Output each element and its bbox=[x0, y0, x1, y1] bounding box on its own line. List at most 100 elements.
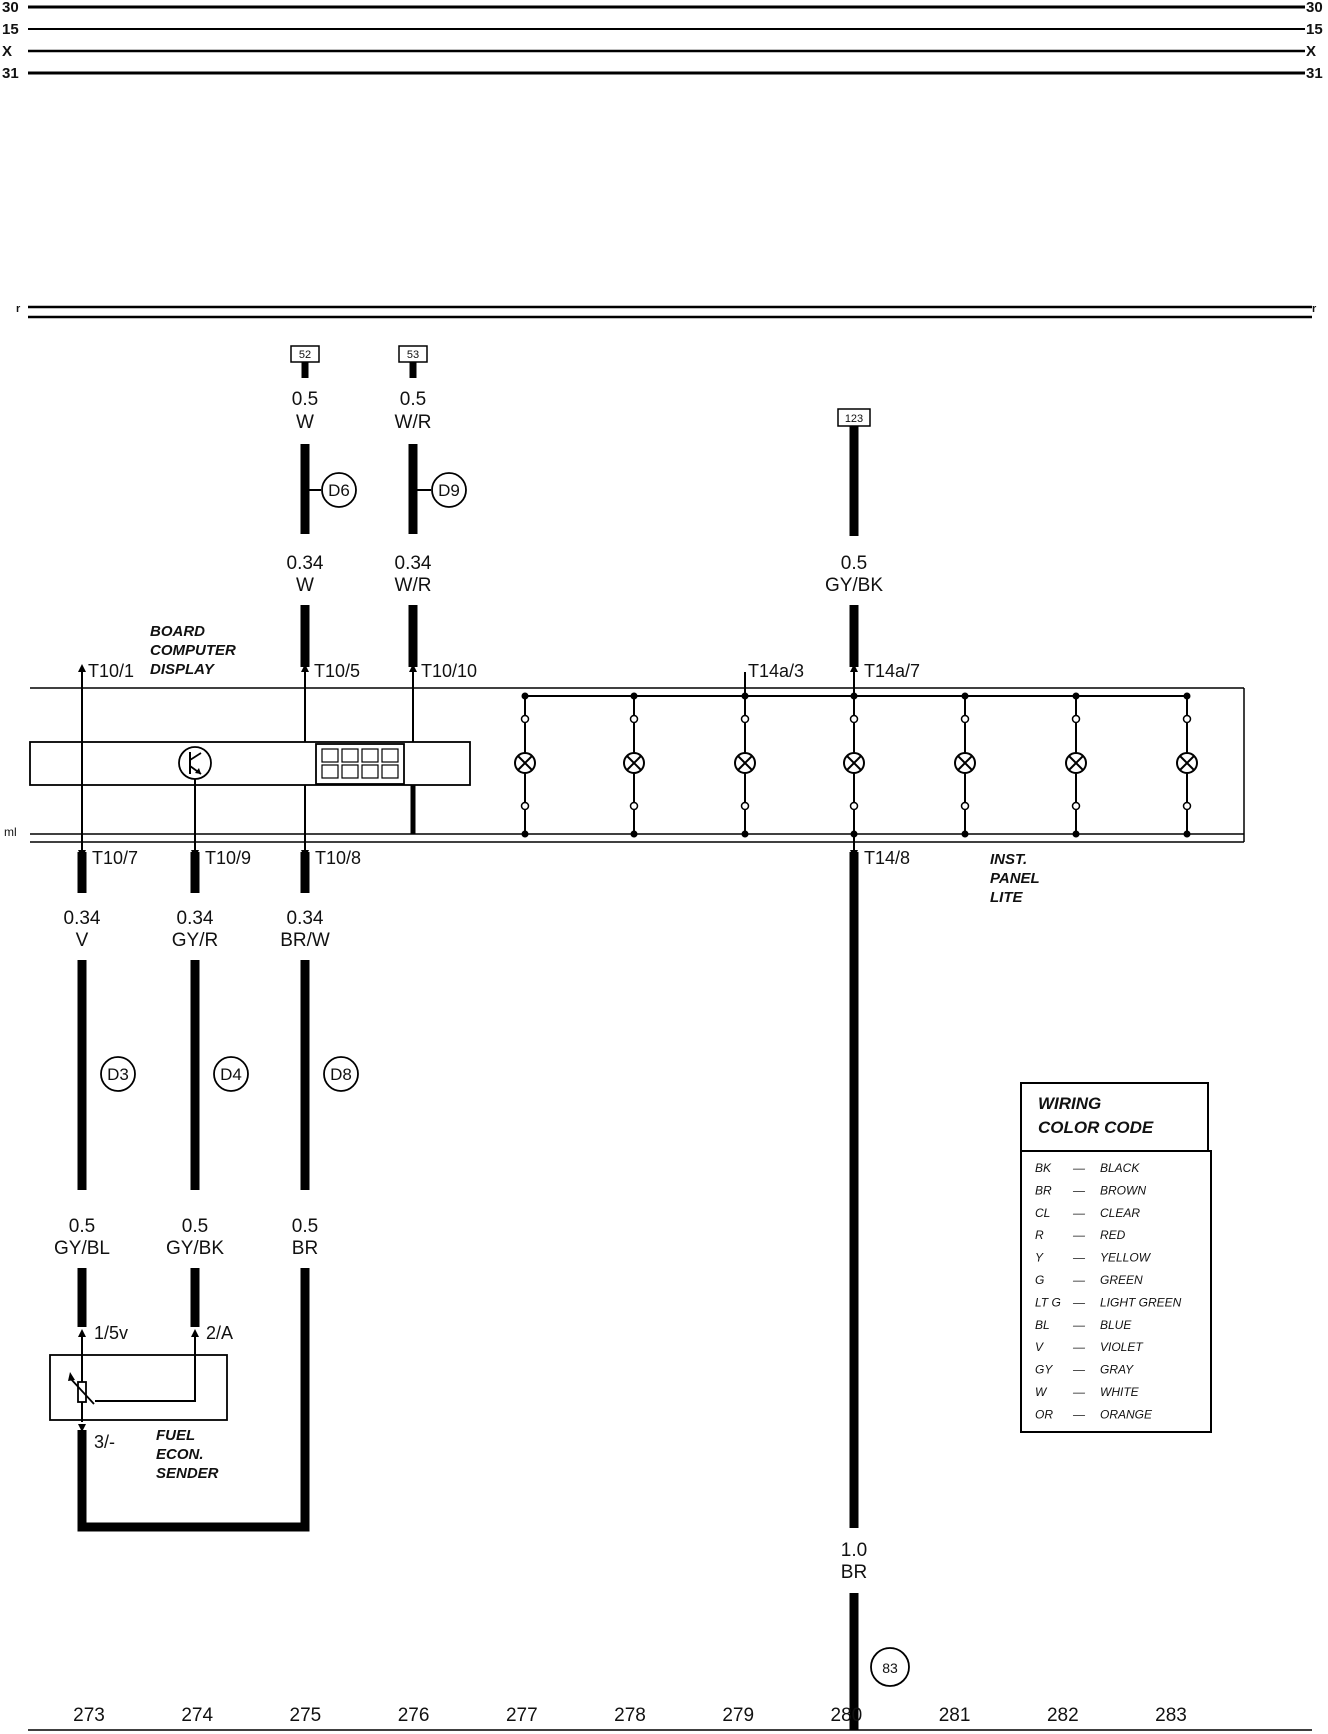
bus-label-ml: ml bbox=[4, 825, 17, 839]
fuel-sender-label-1: FUEL bbox=[156, 1427, 195, 1444]
wires bbox=[77, 426, 859, 1730]
wire-color-w53a: W/R bbox=[395, 412, 432, 433]
wire-color-w280: BR bbox=[841, 1562, 867, 1583]
lamp-icon bbox=[514, 692, 536, 838]
wire-color-w52a: W bbox=[296, 412, 314, 433]
ref-label-123: 123 bbox=[845, 413, 863, 425]
fuel-sender-label-3: SENDER bbox=[156, 1465, 219, 1482]
wire-color-w274b: GY/BK bbox=[166, 1238, 224, 1259]
legend-color-name: VIOLET bbox=[1100, 1340, 1144, 1354]
legend-dash: — bbox=[1072, 1363, 1086, 1377]
terminal-t10-5: T10/5 bbox=[314, 661, 360, 681]
wire-color-w275b: BR bbox=[292, 1238, 318, 1259]
column-number: 282 bbox=[1047, 1705, 1079, 1726]
column-number: 280 bbox=[831, 1705, 863, 1726]
legend-code: OR bbox=[1035, 1407, 1053, 1421]
bus-label-15-left: 15 bbox=[2, 21, 19, 38]
bus-label-31-right: 31 bbox=[1306, 65, 1323, 82]
inst-panel-label-3: LITE bbox=[990, 889, 1023, 906]
column-number: 277 bbox=[506, 1705, 538, 1726]
lamp-icon bbox=[623, 692, 645, 838]
legend-color-name: YELLOW bbox=[1100, 1251, 1152, 1265]
legend-dash: — bbox=[1072, 1161, 1086, 1175]
legend-code: CL bbox=[1035, 1206, 1050, 1220]
fuel-econ-sender bbox=[49, 1337, 228, 1422]
legend-color-name: BLACK bbox=[1100, 1161, 1140, 1175]
column-number: 274 bbox=[181, 1705, 213, 1726]
wire-size-w273a: 0.34 bbox=[64, 908, 101, 929]
board-computer-wiring bbox=[81, 670, 416, 850]
wire-size-w274b: 0.5 bbox=[182, 1216, 208, 1237]
bus-lines bbox=[28, 5, 1312, 319]
legend-dash: — bbox=[1072, 1318, 1086, 1332]
wire-size-w53b: 0.34 bbox=[395, 553, 432, 574]
bus-label-r-right: r bbox=[1312, 303, 1317, 315]
wire-color-w273a: V bbox=[76, 930, 89, 951]
inst-panel-label-1: INST. bbox=[990, 851, 1027, 868]
wire-color-w52b: W bbox=[296, 575, 314, 596]
wire-size-w52a: 0.5 bbox=[292, 389, 318, 410]
legend-dash: — bbox=[1072, 1340, 1086, 1354]
bus-label-15-right: 15 bbox=[1306, 21, 1323, 38]
legend-dash: — bbox=[1072, 1273, 1086, 1287]
board-computer-label-2: COMPUTER bbox=[150, 642, 236, 659]
wire-size-w273b: 0.5 bbox=[69, 1216, 95, 1237]
terminal-t14-8: T14/8 bbox=[864, 848, 910, 868]
terminal-t10-7: T10/7 bbox=[92, 848, 138, 868]
ref-box-53 bbox=[398, 345, 428, 378]
legend-color-name: RED bbox=[1100, 1228, 1126, 1242]
legend-dash: — bbox=[1072, 1385, 1086, 1399]
legend-code: LT G bbox=[1035, 1295, 1061, 1309]
legend-dash: — bbox=[1072, 1206, 1086, 1220]
connector-d9 bbox=[413, 472, 467, 508]
legend-code: Y bbox=[1035, 1251, 1044, 1265]
wire-color-w123: GY/BK bbox=[825, 575, 883, 596]
legend-title-1: WIRING bbox=[1038, 1094, 1101, 1113]
column-number: 275 bbox=[290, 1705, 322, 1726]
ref-label-53: 53 bbox=[407, 349, 419, 361]
connector-label-d6: D6 bbox=[328, 481, 350, 500]
legend-title-2: COLOR CODE bbox=[1038, 1118, 1154, 1137]
fuel-sender-label-2: ECON. bbox=[156, 1446, 204, 1463]
legend-dash: — bbox=[1072, 1228, 1086, 1242]
lamp-icon bbox=[1176, 692, 1198, 838]
legend-code: V bbox=[1035, 1340, 1044, 1354]
wire-color-w53b: W/R bbox=[395, 575, 432, 596]
bus-label-x-right: X bbox=[1306, 43, 1316, 60]
legend-dash: — bbox=[1072, 1183, 1086, 1197]
bus-label-30-left: 30 bbox=[2, 0, 19, 16]
legend-code: BK bbox=[1035, 1161, 1052, 1175]
terminal-3: 3/- bbox=[94, 1432, 115, 1452]
legend-code: BR bbox=[1035, 1183, 1052, 1197]
legend-dash: — bbox=[1072, 1295, 1086, 1309]
terminal-1-5v: 1/5v bbox=[94, 1323, 128, 1343]
legend-color-name: ORANGE bbox=[1100, 1407, 1153, 1421]
panel-lamps bbox=[514, 692, 1198, 838]
board-computer-label-3: DISPLAY bbox=[150, 661, 216, 678]
connector-label-d9: D9 bbox=[438, 481, 460, 500]
terminal-t10-9: T10/9 bbox=[205, 848, 251, 868]
wire-size-w53a: 0.5 bbox=[400, 389, 426, 410]
ref-label-52: 52 bbox=[299, 349, 311, 361]
terminal-t10-8: T10/8 bbox=[315, 848, 361, 868]
column-number: 281 bbox=[939, 1705, 971, 1726]
legend-color-name: GREEN bbox=[1100, 1273, 1143, 1287]
legend-rows: BK—BLACKBR—BROWNCL—CLEARR—REDY—YELLOWG—G… bbox=[1035, 1161, 1182, 1421]
legend-color-name: CLEAR bbox=[1100, 1206, 1140, 1220]
terminal-t14a-3: T14a/3 bbox=[748, 661, 804, 681]
board-computer-label-1: BOARD bbox=[150, 623, 205, 640]
legend-code: GY bbox=[1035, 1363, 1053, 1377]
connector-d4 bbox=[213, 1056, 249, 1092]
legend-code: BL bbox=[1035, 1318, 1050, 1332]
connector-d6 bbox=[305, 472, 357, 508]
terminal-t10-1: T10/1 bbox=[88, 661, 134, 681]
bus-label-r-left: r bbox=[16, 303, 21, 315]
column-number: 273 bbox=[73, 1705, 105, 1726]
wire-size-w123: 0.5 bbox=[841, 553, 867, 574]
transistor-icon bbox=[178, 746, 212, 780]
legend-color-name: GRAY bbox=[1100, 1363, 1134, 1377]
column-number: 279 bbox=[722, 1705, 754, 1726]
legend-color-name: LIGHT GREEN bbox=[1100, 1295, 1182, 1309]
